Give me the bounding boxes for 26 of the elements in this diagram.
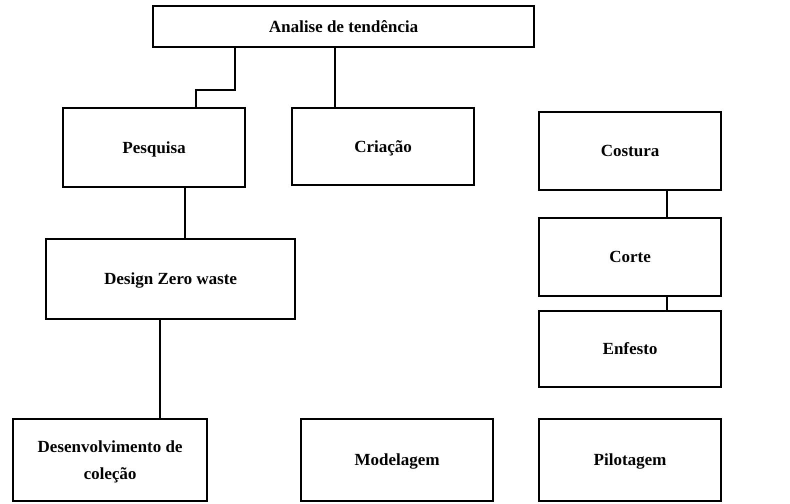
connector-line: [666, 191, 668, 217]
process-box: [12, 418, 208, 502]
process-box: [62, 107, 246, 188]
process-box: [538, 111, 722, 191]
box-label: Modelagem: [354, 449, 440, 472]
connector-line: [195, 48, 236, 107]
box-label: Enfesto: [602, 338, 658, 360]
process-box: [300, 418, 494, 502]
box-label: Desenvolvimento de coleção: [36, 436, 184, 485]
box-label: Pilotagem: [592, 449, 668, 472]
box-label: Analise de tendência: [268, 16, 420, 38]
process-box: [538, 217, 722, 297]
process-box: [45, 238, 296, 320]
connector-line: [666, 297, 668, 310]
box-label: Design Zero waste: [103, 268, 238, 290]
process-box: [538, 310, 722, 388]
connector-line: [184, 188, 186, 238]
box-label: Pesquisa: [121, 136, 187, 159]
process-box: [538, 418, 722, 502]
box-label: Criação: [353, 136, 413, 158]
process-box: [152, 5, 535, 48]
process-box: [291, 107, 475, 186]
box-label: Corte: [608, 246, 652, 268]
connector-line: [159, 320, 161, 418]
connector-line: [334, 48, 336, 107]
box-label: Costura: [600, 140, 660, 162]
